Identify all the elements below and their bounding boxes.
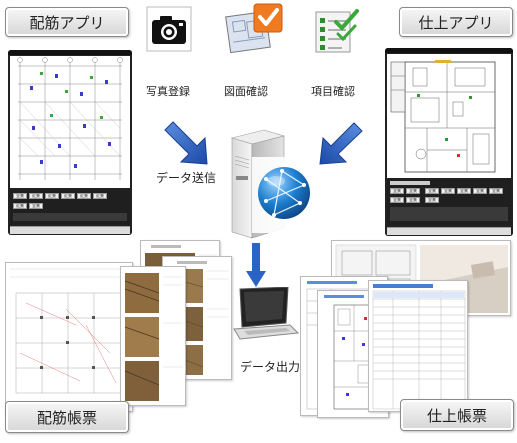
rebar-report-label: 配筋帳票 (5, 401, 129, 433)
finish-plan-screen (387, 54, 511, 178)
tablet-status-bar (385, 48, 513, 53)
photo-type-button[interactable]: 全景 (406, 197, 420, 203)
rebar-grid-plan (17, 57, 123, 180)
tablet-status-bar (8, 50, 132, 55)
drawing-check-icon (224, 2, 286, 54)
photo-type-button[interactable]: 全景 (390, 197, 404, 203)
finish-item-report-sheet (368, 280, 468, 412)
finish-app-tablet: 全景 全景 全景 全景 全景 全景 全景 全景 全景 全景 (385, 48, 513, 236)
photo-type-button[interactable]: 近景 (29, 193, 43, 199)
photo-type-button[interactable]: 全景 (29, 203, 43, 209)
output-arrow-icon (246, 243, 266, 287)
rebar-app-tablet: 全景 近景 近景 近景 近景 近景 近景 全景 (8, 50, 132, 235)
laptop-icon (230, 286, 300, 343)
rebar-photo-sheet-front (120, 266, 186, 406)
finish-floor-plan (390, 60, 496, 173)
camera-icon (146, 6, 192, 52)
rebar-app-label: 配筋アプリ (5, 7, 129, 37)
rebar-plan-screen (10, 56, 130, 188)
data-output-label: データ出力 (240, 360, 301, 374)
item-check-label: 項目確認 (311, 85, 355, 98)
photo-type-button[interactable]: 全景 (473, 188, 487, 194)
photo-type-button[interactable]: 全景 (13, 193, 27, 199)
rebar-control-panel: 全景 近景 近景 近景 近景 近景 近景 全景 (10, 189, 130, 225)
rebar-report-sheet (5, 262, 133, 412)
photo-type-button[interactable]: 近景 (13, 203, 27, 209)
photo-type-button[interactable]: 近景 (77, 193, 91, 199)
send-arrow-left-icon (164, 121, 208, 165)
input-strip (13, 213, 127, 221)
photo-type-button[interactable]: 全景 (457, 188, 471, 194)
photo-register-label: 写真登録 (146, 85, 190, 98)
photo-type-button[interactable]: 全景 (441, 188, 455, 194)
send-arrow-right-icon (319, 122, 363, 165)
photo-type-button[interactable]: 近景 (93, 193, 107, 199)
photo-type-button[interactable]: 全景 (425, 197, 439, 203)
photo-type-button[interactable]: 全景 (425, 188, 439, 194)
data-send-label: データ送信 (156, 171, 217, 185)
photo-type-button[interactable]: 近景 (45, 193, 59, 199)
finish-control-panel: 全景 全景 全景 全景 全景 全景 全景 全景 全景 全景 (387, 179, 511, 225)
drawing-check-label: 図面確認 (224, 85, 268, 98)
finish-report-label: 仕上帳票 (400, 399, 514, 431)
input-strip (390, 207, 508, 221)
photo-type-button[interactable]: 近景 (61, 193, 75, 199)
photo-type-button[interactable]: 全景 (489, 188, 503, 194)
photo-type-button[interactable]: 全景 (406, 188, 420, 194)
checklist-icon (310, 8, 360, 54)
photo-type-button[interactable]: 全景 (390, 188, 404, 194)
panel-title-strip (390, 181, 430, 185)
finish-app-label: 仕上アプリ (399, 7, 513, 37)
finish-footer-row (387, 227, 511, 235)
rebar-footer-row (10, 226, 130, 234)
network-globe-icon (252, 157, 316, 233)
